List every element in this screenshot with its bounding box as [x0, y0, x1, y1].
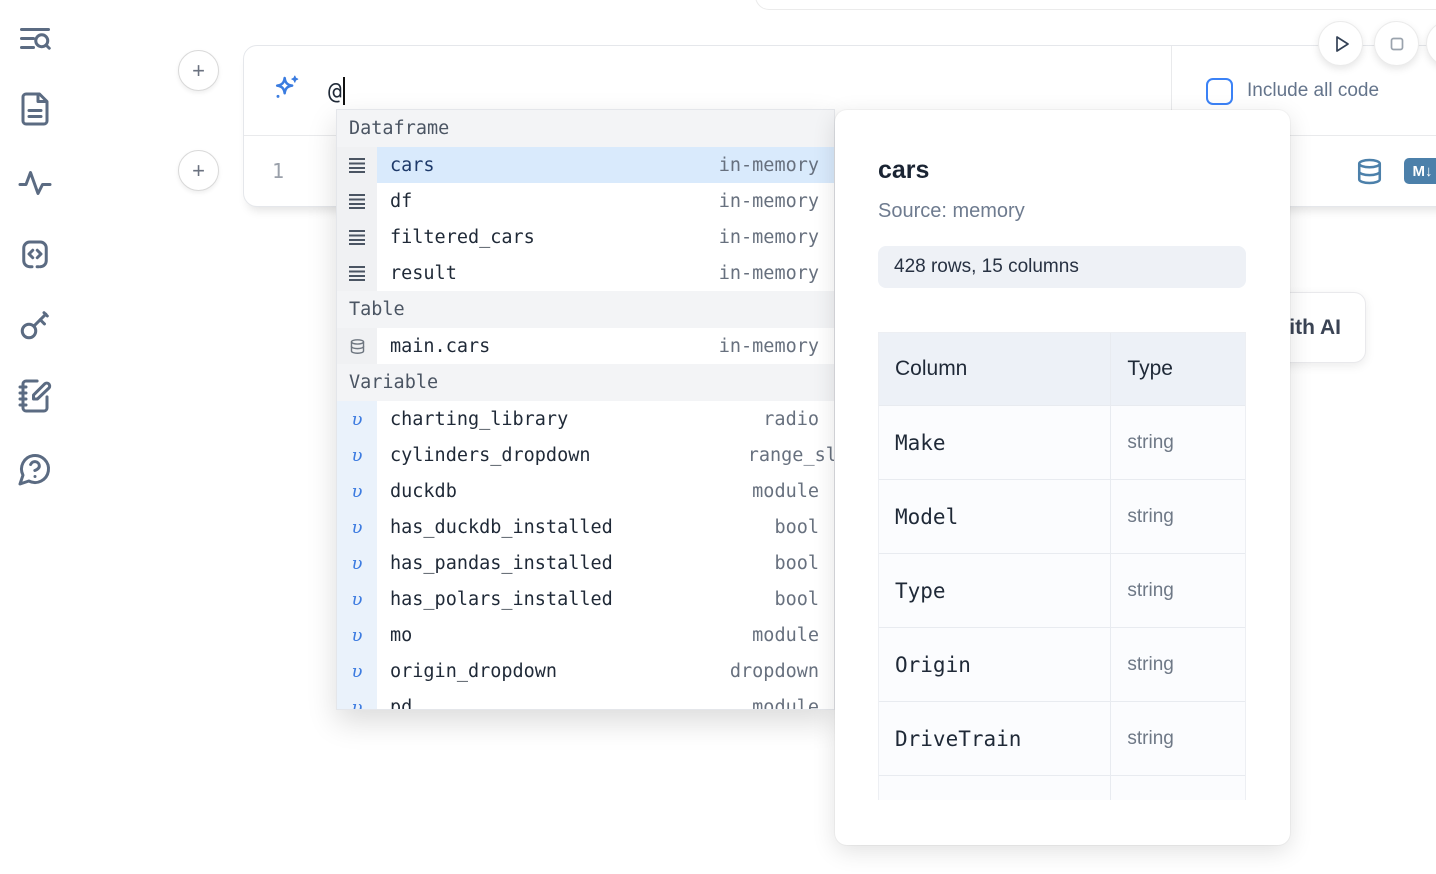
help-chat-icon[interactable]: [16, 450, 54, 488]
dataframe-icon: [337, 219, 377, 255]
toc-search-icon[interactable]: [16, 21, 54, 59]
autocomplete-item-has-duckdb-installed[interactable]: υ has_duckdb_installed bool: [337, 509, 834, 545]
autocomplete-item-mo[interactable]: υ mo module: [337, 617, 834, 653]
schema-header-row: Column Type: [879, 333, 1245, 406]
scratchpad-icon[interactable]: [16, 377, 54, 415]
code-snippet-icon[interactable]: [16, 235, 54, 273]
include-all-code-toggle[interactable]: Include all code: [1206, 46, 1379, 136]
code-editor-row[interactable]: 1 M↓: [244, 136, 1436, 206]
autocomplete-item-has-pandas-installed[interactable]: υ has_pandas_installed bool: [337, 545, 834, 581]
column-header: Column: [879, 333, 1112, 405]
autocomplete-item-cylinders-dropdown[interactable]: υ cylinders_dropdown range_sli: [337, 437, 834, 473]
type-header: Type: [1127, 357, 1173, 380]
table-row: Type string: [879, 554, 1245, 628]
autocomplete-popup: Dataframe cars in-memory df in-memory fi…: [336, 109, 835, 710]
autocomplete-item-charting-library[interactable]: υ charting_library radio: [337, 401, 834, 437]
variable-icon: υ: [337, 617, 377, 653]
autocomplete-item-pd[interactable]: υ pd module: [337, 689, 834, 709]
ai-sparkle-icon: [270, 72, 302, 109]
cell-output-toolbar: M↓: [1355, 136, 1436, 206]
include-all-code-label: Include all code: [1247, 80, 1380, 101]
table-row: Model string: [879, 480, 1245, 554]
table-row: Origin string: [879, 628, 1245, 702]
schema-table: Column Type Make string Model string Typ…: [878, 332, 1246, 800]
autocomplete-item-duckdb[interactable]: υ duckdb module: [337, 473, 834, 509]
prompt-divider: [1171, 46, 1172, 135]
document-icon[interactable]: [16, 90, 54, 128]
autocomplete-item-main-cars[interactable]: main.cars in-memory: [337, 328, 834, 364]
stop-cell-button[interactable]: [1374, 21, 1419, 66]
ai-prompt-input[interactable]: @: [328, 76, 345, 105]
section-header-variable: Variable: [337, 364, 834, 401]
table-row: DriveTrain string: [879, 702, 1245, 776]
dataframe-icon: [337, 147, 377, 183]
sidebar: [0, 0, 72, 874]
autocomplete-item-cars[interactable]: cars in-memory: [337, 147, 834, 183]
line-number: 1: [272, 159, 285, 183]
panel-title: cars: [878, 156, 930, 184]
text-cursor: [342, 76, 345, 105]
dataframe-icon: [337, 183, 377, 219]
add-cell-below-button[interactable]: +: [178, 150, 219, 191]
autocomplete-item-has-polars-installed[interactable]: υ has_polars_installed bool: [337, 581, 834, 617]
table-row: [879, 776, 1245, 800]
key-icon[interactable]: [16, 306, 54, 344]
include-all-code-checkbox[interactable]: [1206, 77, 1233, 105]
table-row: Make string: [879, 406, 1245, 480]
table-database-icon: [337, 328, 377, 364]
section-header-dataframe: Dataframe: [337, 110, 834, 147]
activity-icon[interactable]: [16, 164, 54, 202]
markdown-export-icon[interactable]: M↓: [1404, 158, 1436, 184]
run-cell-button[interactable]: [1318, 21, 1363, 66]
dataframe-icon: [337, 255, 377, 291]
add-cell-above-button[interactable]: +: [178, 50, 219, 91]
variable-icon: υ: [337, 581, 377, 617]
autocomplete-item-result[interactable]: result in-memory: [337, 255, 834, 291]
variable-icon: υ: [337, 545, 377, 581]
dataframe-detail-panel: cars Source: memory 428 rows, 15 columns…: [835, 110, 1290, 845]
variable-icon: υ: [337, 401, 377, 437]
play-icon: [1335, 35, 1349, 52]
autocomplete-item-origin-dropdown[interactable]: υ origin_dropdown dropdown: [337, 653, 834, 689]
autocomplete-item-filtered-cars[interactable]: filtered_cars in-memory: [337, 219, 834, 255]
variable-icon: υ: [337, 437, 377, 473]
autocomplete-item-df[interactable]: df in-memory: [337, 183, 834, 219]
previous-cell-edge: [755, 0, 1436, 10]
variable-icon: υ: [337, 689, 377, 709]
variable-icon: υ: [337, 509, 377, 545]
prompt-value: @: [328, 78, 342, 105]
shape-badge: 428 rows, 15 columns: [878, 246, 1246, 288]
variable-icon: υ: [337, 473, 377, 509]
database-output-icon[interactable]: [1355, 157, 1384, 186]
stop-icon: [1390, 37, 1403, 50]
variable-icon: υ: [337, 653, 377, 689]
panel-source: Source: memory: [878, 200, 1025, 222]
section-header-table: Table: [337, 291, 834, 328]
